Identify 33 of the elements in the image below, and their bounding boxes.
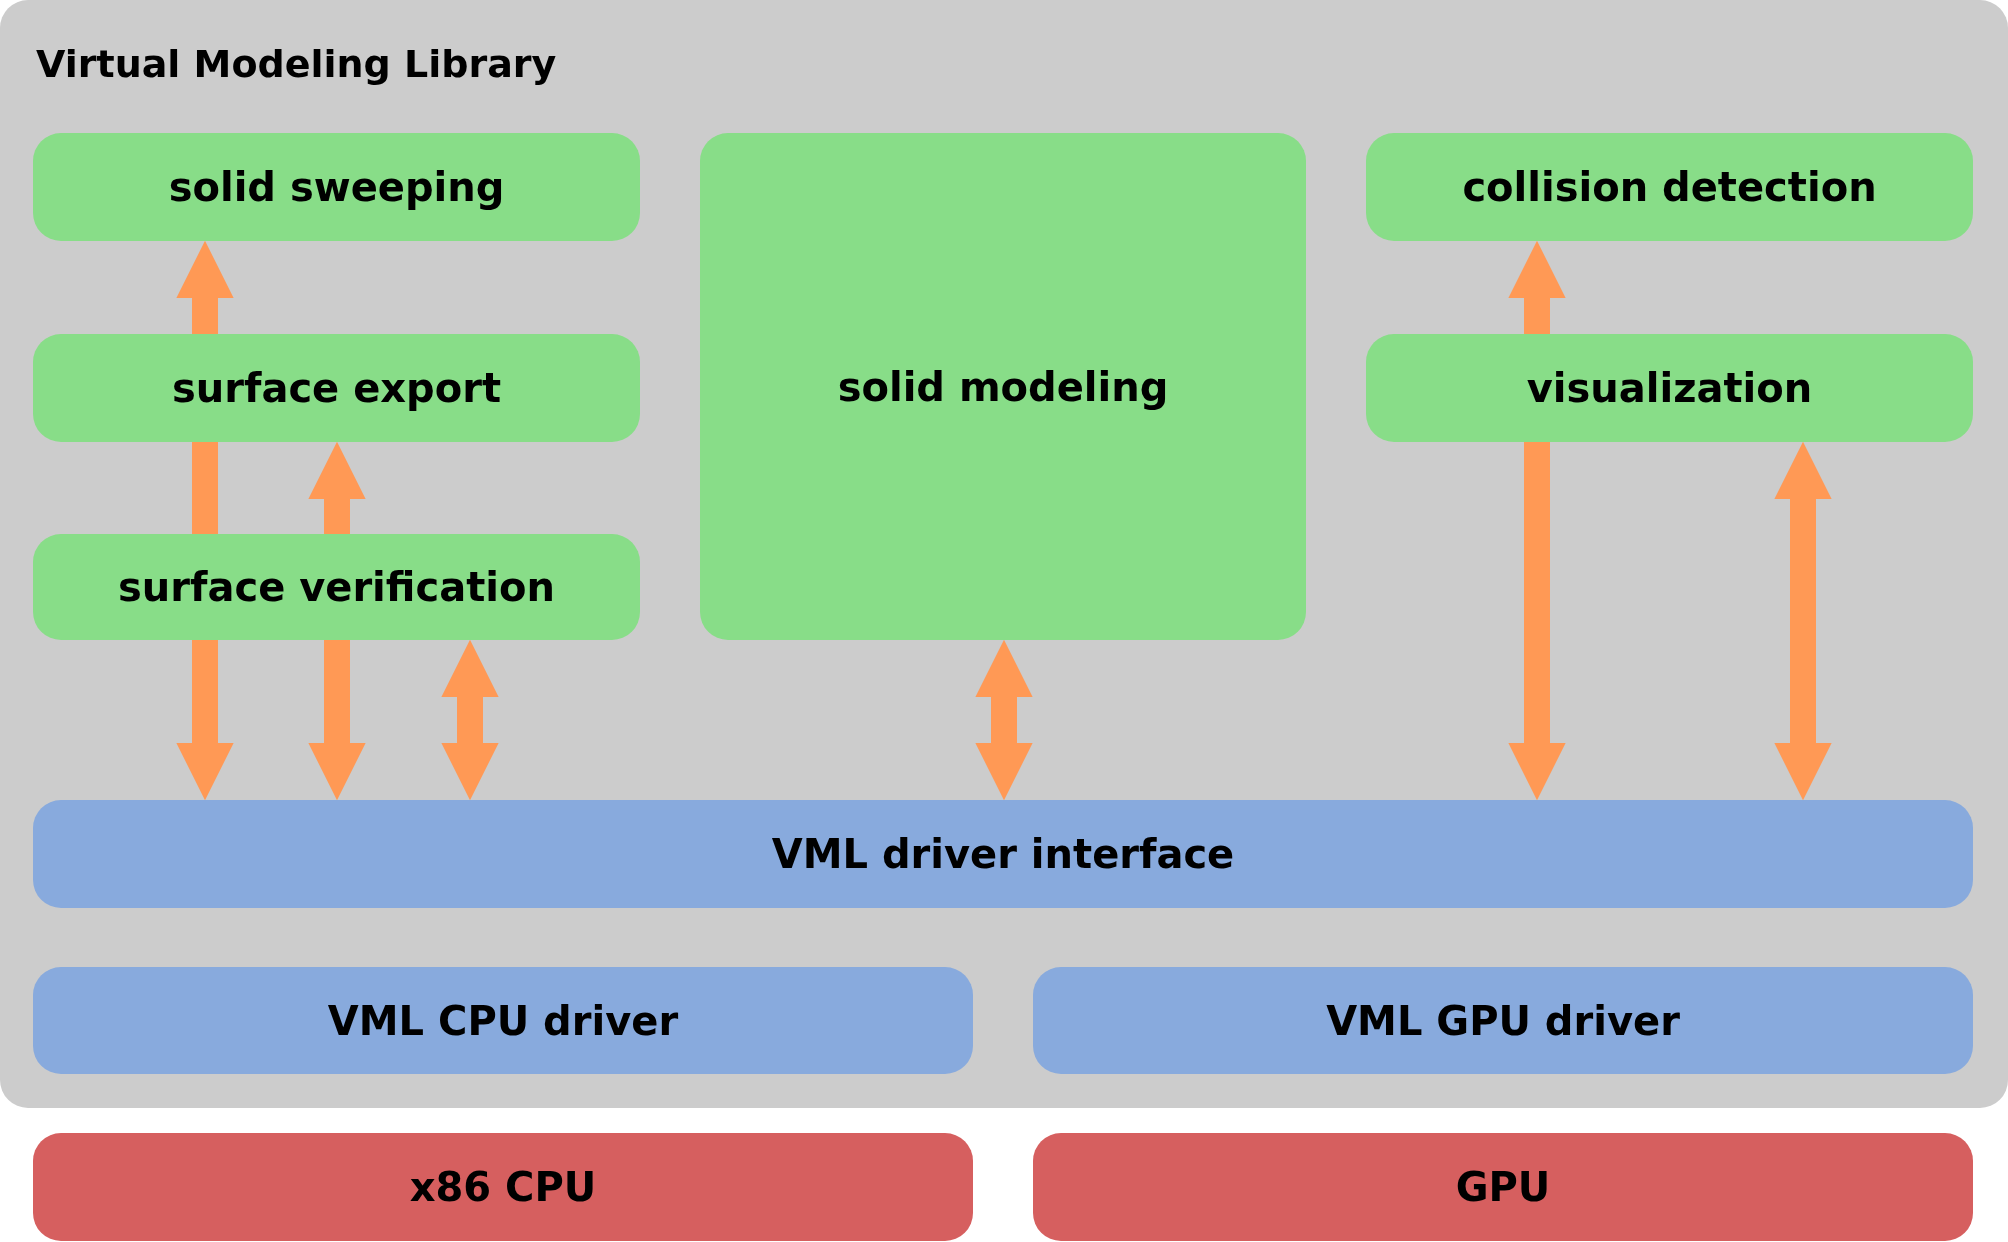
interface-bar — [33, 800, 1973, 908]
module-box — [700, 133, 1306, 640]
driver-box — [1033, 967, 1973, 1074]
module-box — [1366, 133, 1973, 241]
double-arrow — [308, 640, 366, 801]
box-label: solid modeling — [837, 363, 1169, 410]
double-arrow — [441, 639, 499, 801]
double-arrow — [176, 240, 234, 334]
box-label: visualization — [1526, 365, 1813, 411]
module-box — [33, 334, 640, 442]
double-arrow — [1508, 240, 1566, 334]
module-box — [33, 133, 640, 241]
double-arrow — [1508, 442, 1566, 801]
double-arrow — [308, 441, 366, 534]
outer-panel — [0, 0, 2008, 1108]
box-label: collision detection — [1462, 164, 1877, 210]
box-label: surface export — [171, 365, 502, 411]
hardware-box — [1033, 1133, 1973, 1241]
module-box — [1366, 334, 1973, 442]
double-arrow — [1774, 441, 1832, 801]
double-arrow — [176, 640, 234, 801]
box-label: x86 CPU — [409, 1164, 597, 1210]
double-arrow — [975, 639, 1033, 801]
driver-box — [33, 967, 973, 1074]
hardware-box — [33, 1133, 973, 1241]
box-label: VML driver interface — [771, 831, 1235, 877]
box-label: VML CPU driver — [327, 997, 679, 1044]
box-label: VML GPU driver — [1326, 997, 1680, 1044]
box-label: solid sweeping — [168, 164, 505, 210]
box-label: GPU — [1455, 1164, 1551, 1210]
box-label: surface verification — [118, 564, 555, 610]
module-box — [33, 534, 640, 640]
panel-label: Virtual Modeling Library — [36, 42, 557, 86]
